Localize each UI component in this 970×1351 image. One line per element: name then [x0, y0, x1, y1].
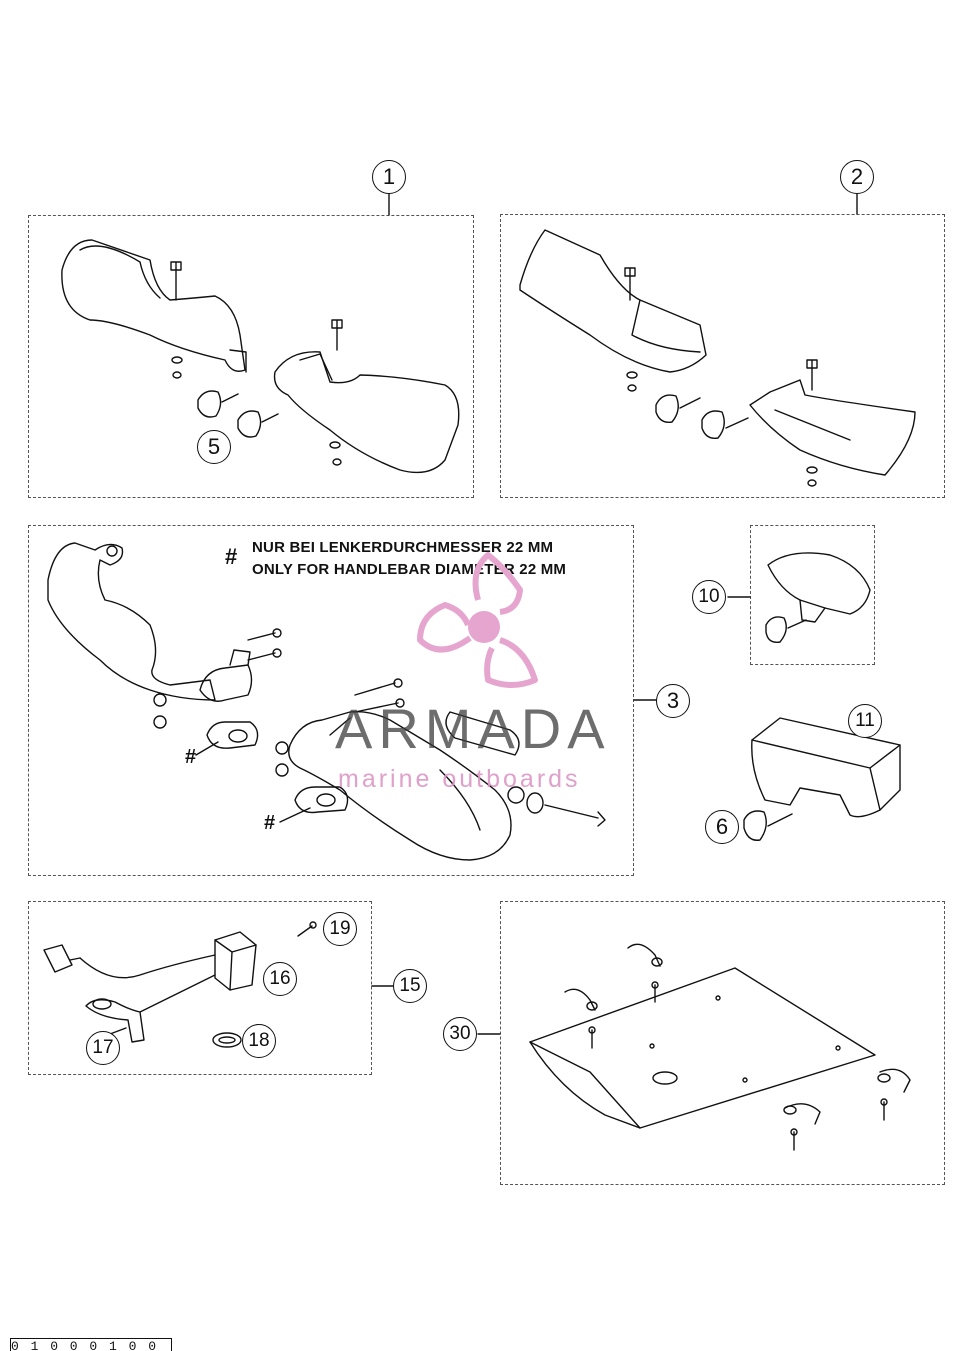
- note-line-de: NUR BEI LENKERDURCHMESSER 22 MM: [252, 539, 554, 556]
- tube-3: [445, 711, 520, 756]
- sensor-wire: [139, 974, 216, 1013]
- leader-17: [109, 1027, 127, 1035]
- callout-2: 2: [840, 160, 874, 194]
- grommet-18: [212, 1032, 242, 1048]
- spacer-3a: [206, 721, 259, 749]
- hash-marker-b: #: [264, 812, 276, 834]
- callout-5: 5: [197, 430, 231, 464]
- nuts-3b: [275, 741, 289, 777]
- callout-17: 17: [86, 1031, 120, 1065]
- note-line-en: ONLY FOR HANDLEBAR DIAMETER 22 MM: [252, 561, 567, 578]
- clips-30: [564, 943, 911, 1125]
- handguard-left-3: [47, 542, 216, 701]
- handguard-left-1: [61, 239, 247, 373]
- bolt-2a: [624, 267, 636, 301]
- panel-skid-plate-30: [500, 901, 945, 1185]
- callout-10: 10: [692, 580, 726, 614]
- panel-part-15: [28, 901, 372, 1075]
- nuts-3a: [153, 693, 167, 729]
- handguard-right-1: [273, 351, 460, 474]
- callout-6: 6: [705, 810, 739, 844]
- clamp-3a: [199, 649, 253, 702]
- bracket-17: [85, 998, 145, 1043]
- long-bolt-3: [507, 786, 606, 827]
- panel-handguard-3: [28, 525, 634, 876]
- hash-leader-b: [279, 807, 311, 823]
- bolt-1b: [331, 319, 343, 351]
- screw-19: [297, 921, 317, 937]
- handguard-right-2: [749, 379, 916, 476]
- washers-1a: [171, 356, 183, 379]
- cable-ties-5: [197, 390, 279, 438]
- handguard-right-3: [288, 710, 512, 861]
- panel-part-10: [750, 525, 875, 665]
- screws-30: [588, 981, 888, 1151]
- watermark-subtitle: marine outboards: [338, 765, 581, 793]
- skid-plate-30: [529, 967, 876, 1129]
- panel-handguard-2: [500, 214, 945, 498]
- bolts-3a: [247, 628, 282, 661]
- footer-code: 0 1 0 0 0 1 0 0: [10, 1338, 172, 1351]
- callout-1: 1: [372, 160, 406, 194]
- end-cap-10: [767, 552, 871, 623]
- bolt-2b: [806, 359, 818, 391]
- hash-marker-a: #: [185, 746, 197, 768]
- hash-leader-a: [195, 741, 219, 756]
- callout-19: 19: [323, 912, 357, 946]
- pad-11: [751, 717, 901, 818]
- cable-ties-2: [655, 394, 749, 439]
- callout-11: 11: [848, 704, 882, 738]
- cable-tie-6: [743, 810, 793, 841]
- callout-15: 15: [393, 969, 427, 1003]
- callout-3: 3: [656, 684, 690, 718]
- washers-2b: [806, 466, 818, 487]
- panel-handguard-1: [28, 215, 474, 498]
- cable-tie-10: [765, 616, 807, 643]
- callout-16: 16: [263, 962, 297, 996]
- handguard-left-2: [519, 229, 707, 373]
- note-hash-symbol: #: [225, 544, 238, 569]
- sensor-16: [214, 931, 257, 991]
- washers-1b: [329, 441, 342, 466]
- washers-2a: [626, 371, 638, 392]
- callout-30: 30: [443, 1017, 477, 1051]
- connector-15: [43, 944, 216, 979]
- callout-18: 18: [242, 1024, 276, 1058]
- bolts-3b: [354, 678, 405, 713]
- watermark-title: ARMADA: [335, 697, 611, 760]
- bolt-1a: [170, 261, 182, 301]
